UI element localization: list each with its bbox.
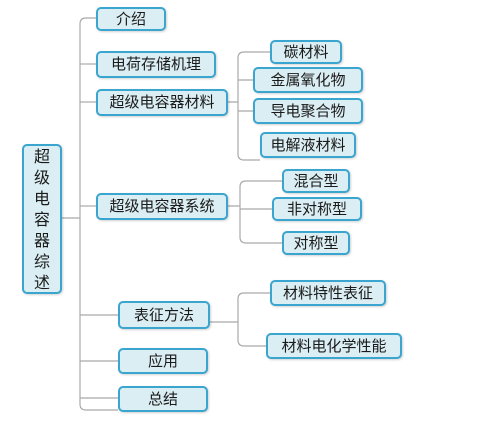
- section-characterization: 表征方法: [118, 301, 210, 329]
- section-materials: 超级电容器材料: [96, 89, 228, 116]
- root-label-char: 超: [33, 146, 50, 166]
- materials-bracket: [228, 51, 270, 161]
- characterization-bracket: [210, 292, 270, 347]
- root-label-char: 电: [33, 188, 50, 208]
- characterization-electrochemical: 材料电化学性能: [266, 333, 402, 359]
- section-application: 应用: [118, 348, 208, 374]
- characterization-property: 材料特性表征: [270, 280, 386, 306]
- section-mechanism: 电荷存储机理: [96, 51, 216, 78]
- root-label-char: 综: [33, 251, 50, 271]
- section-summary: 总结: [118, 386, 208, 412]
- systems-hybrid: 混合型: [282, 169, 350, 193]
- root-node: 超级电容器综述: [22, 144, 62, 294]
- root-label-char: 级: [33, 167, 50, 187]
- root-bracket: [62, 17, 118, 411]
- systems-symmetric: 对称型: [282, 231, 350, 255]
- root-label-char: 器: [33, 230, 50, 250]
- systems-bracket: [228, 180, 282, 244]
- root-label-char: 容: [33, 209, 50, 229]
- systems-asymmetric: 非对称型: [272, 197, 362, 221]
- materials-conductive-polymer: 导电聚合物: [253, 98, 363, 124]
- section-intro: 介绍: [96, 7, 166, 31]
- materials-metal-oxide: 金属氧化物: [253, 67, 363, 93]
- root-label-char: 述: [33, 272, 50, 292]
- materials-electrolyte: 电解液材料: [260, 132, 356, 158]
- materials-carbon: 碳材料: [270, 40, 342, 64]
- section-systems: 超级电容器系统: [96, 193, 228, 220]
